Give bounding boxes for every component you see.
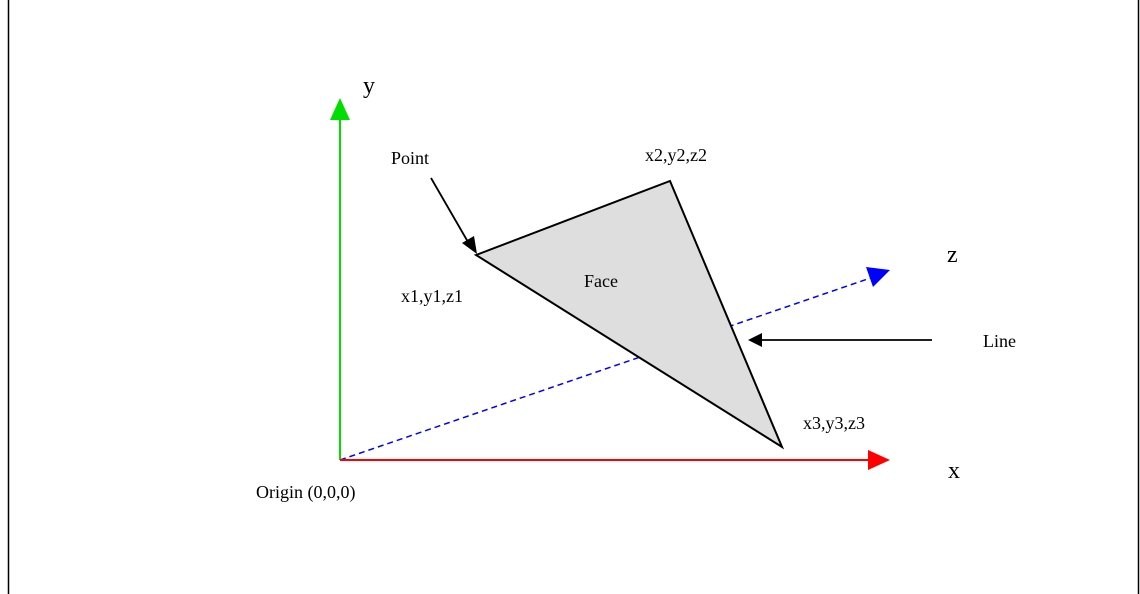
face-label: Face [584,271,618,291]
z-axis-line [339,271,889,461]
point-pointer-line [430,177,469,243]
x-axis-arrowhead [868,450,890,470]
line-label: Line [983,331,1016,351]
x-axis-label: x [948,458,960,484]
diagram-frame [7,0,1140,594]
y-axis-arrowhead [330,98,350,120]
origin-label: Origin (0,0,0) [256,482,355,503]
point-pointer-arrowhead [462,236,477,254]
point-label: Point [391,148,429,168]
z-axis-label: z [947,242,958,268]
vertex3-label: x3,y3,z3 [803,413,865,433]
vertex1-label: x1,y1,z1 [401,286,463,306]
face-triangle [473,179,785,450]
z-axis-arrowhead [866,267,890,287]
vertex2-label: x2,y2,z2 [645,145,707,165]
y-axis-label: y [363,73,375,99]
line-pointer-arrowhead [748,333,762,347]
